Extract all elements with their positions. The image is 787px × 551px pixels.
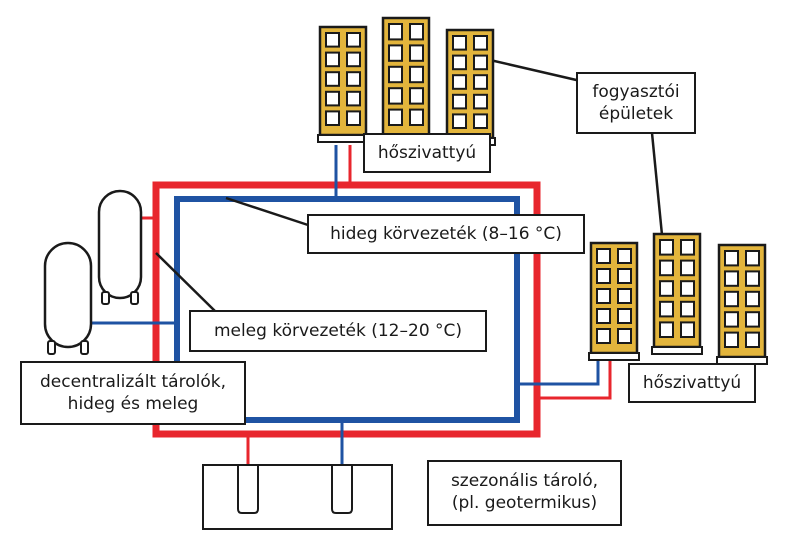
building-window xyxy=(452,74,467,90)
warm-loop-pipe xyxy=(152,181,541,438)
building-window xyxy=(659,239,674,256)
building-window xyxy=(388,87,403,105)
building-window xyxy=(452,54,467,71)
building-window xyxy=(680,300,695,318)
building-window xyxy=(452,93,467,110)
building-window xyxy=(617,328,632,344)
building-window xyxy=(346,71,361,87)
decentral-storage-label: decentralizált tárolók, hideg és meleg xyxy=(20,361,246,425)
consumer-buildings-line-2: épületek xyxy=(598,104,674,124)
warm-loop-label: meleg körvezeték (12–20 °C) xyxy=(189,310,487,352)
building-window xyxy=(680,321,695,338)
building-window xyxy=(452,35,467,51)
building-window xyxy=(680,239,695,256)
building-window xyxy=(745,290,760,308)
building-window xyxy=(409,23,424,41)
building-window xyxy=(724,311,739,328)
leader-buildings-right xyxy=(650,132,664,236)
building-window xyxy=(325,71,340,87)
seasonal-storage-line-1: szezonális tároló, xyxy=(450,471,599,491)
building-window xyxy=(388,108,403,126)
building-right-3 xyxy=(716,243,768,365)
building-window xyxy=(325,110,340,127)
building-window xyxy=(388,44,403,62)
building-window xyxy=(473,113,488,130)
building-window xyxy=(346,90,361,107)
building-window xyxy=(473,74,488,90)
storage-tank-large xyxy=(43,241,93,355)
consumer-buildings-label: fogyasztói épületek xyxy=(576,72,696,134)
building-window xyxy=(596,248,611,264)
building-window xyxy=(596,328,611,344)
cold-loop-pipe xyxy=(174,196,520,423)
building-window xyxy=(659,321,674,338)
building-window xyxy=(680,259,695,277)
right-warm-connection xyxy=(537,358,612,400)
building-window xyxy=(617,308,632,324)
building-window xyxy=(724,331,739,349)
building-window xyxy=(617,288,632,304)
building-window xyxy=(473,54,488,71)
leader-warm-loop xyxy=(155,252,219,315)
building-window xyxy=(409,65,424,84)
building-window xyxy=(617,268,632,284)
storage-tank-small xyxy=(97,189,143,305)
building-window xyxy=(659,300,674,318)
building-window xyxy=(617,248,632,264)
building-top-1 xyxy=(317,25,369,143)
building-right-1 xyxy=(588,241,640,361)
building-window xyxy=(346,32,361,48)
building-window xyxy=(346,110,361,127)
building-window xyxy=(659,259,674,277)
seasonal-storage-line-2: (pl. geotermikus) xyxy=(451,493,598,513)
building-window xyxy=(724,290,739,308)
cold-loop-label: hideg körvezeték (8–16 °C) xyxy=(307,214,585,254)
building-top-2 xyxy=(380,16,432,143)
heat-pump-top-label: hőszivattyú xyxy=(363,133,491,173)
building-top-3 xyxy=(444,28,496,146)
right-cold-connection xyxy=(517,358,600,386)
building-window xyxy=(325,51,340,68)
seasonal-storage-block xyxy=(202,464,393,530)
building-window xyxy=(745,311,760,328)
building-window xyxy=(745,270,760,287)
seasonal-storage-label: szezonális tároló, (pl. geotermikus) xyxy=(427,460,622,526)
building-window xyxy=(346,51,361,68)
building-window xyxy=(745,250,760,267)
consumer-buildings-line-1: fogyasztói xyxy=(592,82,680,102)
building-window xyxy=(325,90,340,107)
building-window xyxy=(596,288,611,304)
building-window xyxy=(724,250,739,267)
leader-buildings-top xyxy=(489,58,586,84)
building-window xyxy=(409,44,424,62)
building-window xyxy=(745,331,760,349)
building-window xyxy=(659,280,674,297)
building-window xyxy=(596,268,611,284)
building-window xyxy=(473,35,488,51)
decentral-storage-line-2: hideg és meleg xyxy=(67,394,199,414)
building-window xyxy=(596,308,611,324)
building-window xyxy=(452,113,467,130)
consumer-buildings-group xyxy=(317,16,768,365)
building-window xyxy=(388,65,403,84)
building-right-2 xyxy=(651,232,703,355)
heat-pump-right-label: hőszivattyú xyxy=(628,363,756,403)
building-window xyxy=(388,23,403,41)
building-window xyxy=(473,93,488,110)
decentral-storage-line-1: decentralizált tárolók, xyxy=(40,372,226,392)
building-window xyxy=(680,280,695,297)
leader-cold-loop xyxy=(225,196,309,227)
building-window xyxy=(409,108,424,126)
building-window xyxy=(724,270,739,287)
building-window xyxy=(325,32,340,48)
building-window xyxy=(409,87,424,105)
